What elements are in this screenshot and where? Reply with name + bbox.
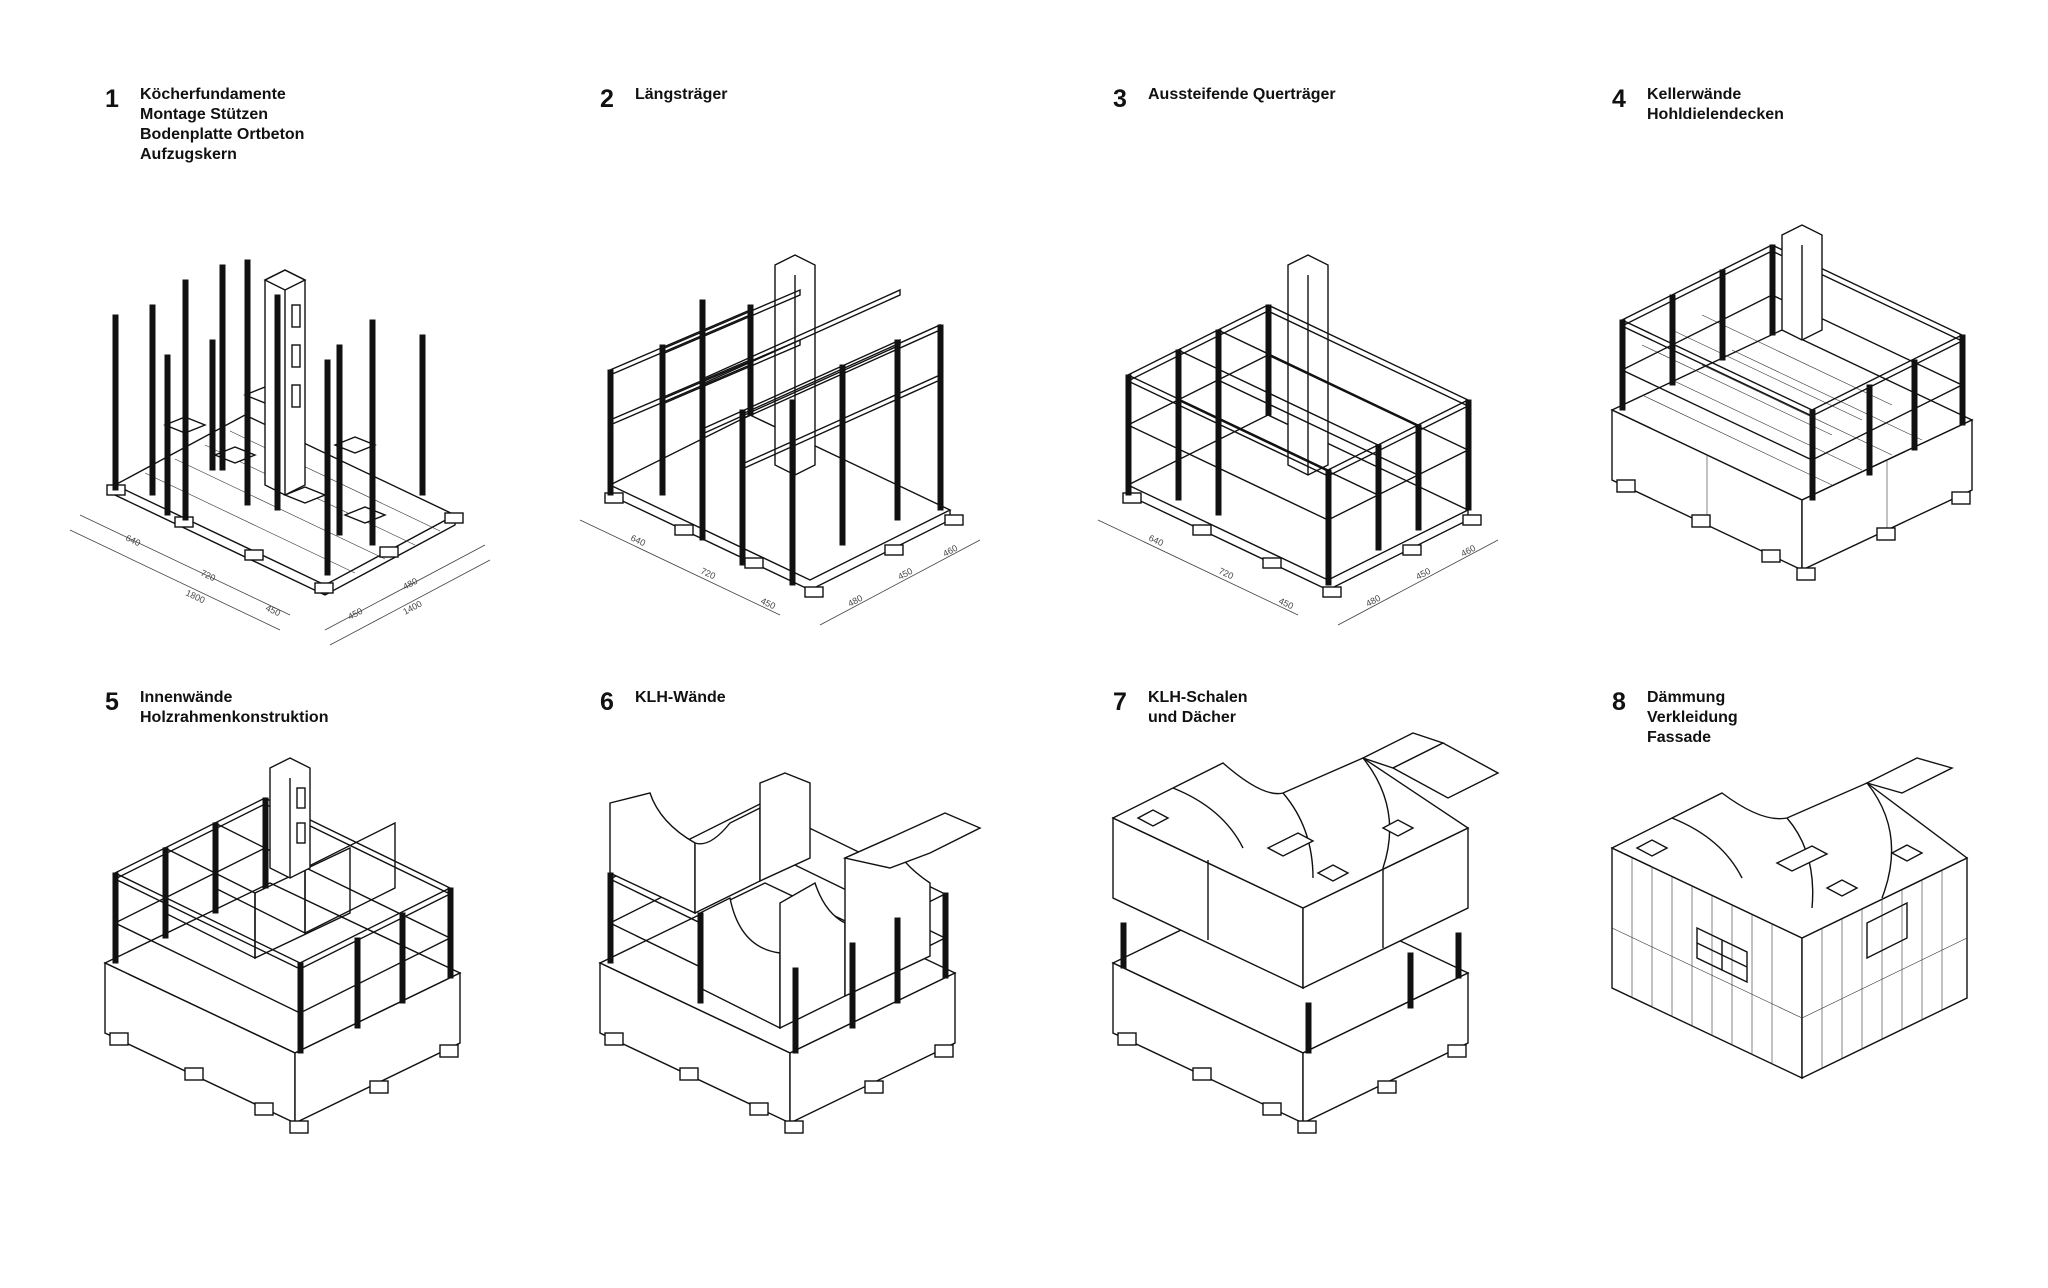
dimension-label: 720 — [199, 568, 217, 583]
step-label-line: und Dächer — [1148, 709, 1237, 726]
dimension-label: 1400 — [401, 599, 423, 617]
panel-2: 2 Längsträger 640 720 450 480 450 — [579, 85, 1100, 685]
dimension-label: 480 — [401, 576, 419, 592]
panel-8: 8 Dämmung Verkleidung Fassade — [1610, 688, 2048, 1288]
step-label: Köcherfundamente Montage Stützen Bodenpl… — [140, 85, 304, 165]
dimension-label: 480 — [846, 593, 864, 609]
dimension-label: 450 — [759, 596, 777, 611]
step-label: KLH-Wände — [635, 688, 726, 708]
step-label-line: Köcherfundamente — [140, 86, 286, 103]
step-label-line: KLH-Schalen — [1148, 689, 1248, 706]
step-label-line: KLH-Wände — [635, 689, 726, 706]
isometric-drawing-clt-shells-roofs — [1111, 732, 1500, 1134]
step-label: KLH-Schalen und Dächer — [1148, 688, 1248, 728]
step-label: Kellerwände Hohldielendecken — [1647, 85, 1784, 125]
step-label-line: Verkleidung — [1647, 709, 1738, 726]
step-label: Dämmung Verkleidung Fassade — [1647, 688, 1738, 748]
dimension-label: 450 — [346, 606, 364, 622]
dimension-label: 450 — [264, 603, 282, 618]
dimension-label: 450 — [896, 566, 914, 582]
step-label-line: Innenwände — [140, 689, 233, 706]
step-label-line: Längsträger — [635, 86, 728, 103]
dimension-label: 640 — [629, 533, 647, 548]
dimension-label: 720 — [1217, 566, 1235, 581]
isometric-drawing-interior-walls — [103, 757, 462, 1134]
isometric-drawing-clt-walls — [598, 772, 982, 1134]
step-number: 1 — [105, 85, 119, 113]
step-number: 4 — [1612, 85, 1626, 113]
step-number: 7 — [1113, 688, 1127, 716]
step-label: Aussteifende Querträger — [1148, 85, 1336, 105]
step-number: 6 — [600, 688, 614, 716]
step-label: Längsträger — [635, 85, 727, 105]
step-number: 5 — [105, 688, 119, 716]
step-label-line: Bodenplatte Ortbeton — [140, 126, 305, 143]
isometric-drawing-basement-walls — [1610, 224, 1974, 581]
dimension-label: 460 — [941, 543, 959, 559]
step-label-line: Montage Stützen — [140, 106, 268, 123]
panel-1: 1 Köcherfundamente Montage Stützen Boden… — [69, 85, 605, 685]
step-label-line: Fassade — [1647, 729, 1712, 746]
dimension-label: 460 — [1459, 543, 1477, 559]
dimension-label: 450 — [1277, 596, 1295, 611]
panel-5: 5 Innenwände Holzrahmenkonstruktion — [103, 688, 605, 1288]
step-label-line: Aussteifende Querträger — [1148, 86, 1336, 103]
dimension-label: 640 — [124, 533, 142, 548]
dimension-label: 640 — [1147, 533, 1165, 548]
step-label-line: Holzrahmenkonstruktion — [140, 709, 329, 726]
isometric-drawing-foundations: 640 720 1800 450 450 480 1400 — [69, 259, 491, 646]
dimension-label: 720 — [699, 566, 717, 581]
panel-6: 6 KLH-Wände — [598, 688, 1100, 1288]
panel-3: 3 Aussteifende Querträger 640 720 450 4 — [1097, 85, 1613, 685]
step-number: 3 — [1113, 85, 1127, 113]
isometric-drawing-cross-beams: 640 720 450 480 450 460 — [1097, 254, 1499, 626]
step-number: 2 — [600, 85, 614, 113]
panel-4: 4 Kellerwände Hohldielendecken — [1610, 85, 2048, 685]
step-label-line: Hohldielendecken — [1647, 106, 1784, 123]
step-number: 8 — [1612, 688, 1626, 716]
isometric-drawing-beams: 640 720 450 480 450 460 — [579, 254, 981, 626]
isometric-drawing-facade — [1610, 757, 1969, 1080]
dimension-label: 450 — [1414, 566, 1432, 582]
step-label-line: Kellerwände — [1647, 86, 1742, 103]
dimension-label: 1800 — [184, 588, 206, 606]
step-label: Innenwände Holzrahmenkonstruktion — [140, 688, 328, 728]
dimension-label: 480 — [1364, 593, 1382, 609]
step-label-line: Dämmung — [1647, 689, 1726, 706]
panel-7: 7 KLH-Schalen und Dächer — [1111, 688, 1613, 1288]
step-label-line: Aufzugskern — [140, 146, 237, 163]
